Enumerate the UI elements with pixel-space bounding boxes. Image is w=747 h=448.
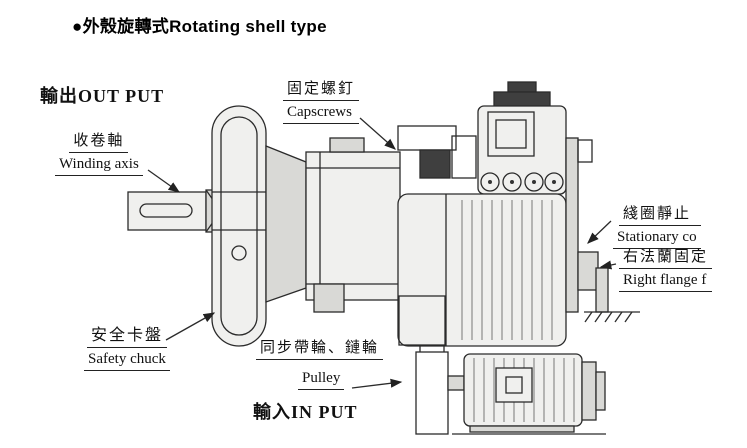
- pulley-label-zh: 同步帶輪、鏈輪: [256, 336, 384, 360]
- output-label: 輸出OUT PUT: [40, 86, 165, 106]
- ball-bearings: [480, 172, 564, 192]
- right-flange-label-zh: 右法蘭固定: [619, 245, 713, 269]
- motor: [447, 353, 606, 435]
- capscrews-leader: [359, 117, 396, 150]
- capscrews-callout: 固定螺釘 Capscrews: [283, 77, 360, 124]
- bearing-housing: [477, 81, 567, 195]
- pulley-callout-zh: 同步帶輪、鏈輪: [256, 336, 384, 360]
- stationary-coil-label-zh: 綫圈靜止: [619, 202, 701, 226]
- stationary-coil-label-en: Stationary co: [613, 229, 701, 249]
- capscrews-label-zh: 固定螺釘: [283, 77, 360, 101]
- page-title: ●外殼旋轉式Rotating shell type: [72, 17, 327, 36]
- right-flange: [565, 137, 640, 323]
- pulley-drive: [415, 345, 449, 435]
- winding-axis-leader: [147, 169, 181, 193]
- right-flange-callout: 右法蘭固定 Right flange f: [619, 245, 713, 292]
- pulley-callout-en: Pulley: [298, 370, 345, 390]
- leader-lines: [147, 117, 617, 389]
- safety-chuck-disc: [211, 105, 267, 347]
- safety-chuck-label-zh: 安全卡盤: [86, 321, 167, 348]
- pulley-label-en: Pulley: [298, 370, 345, 390]
- safety-chuck-callout: 安全卡盤 Safety chuck: [84, 321, 170, 371]
- main-body: [305, 137, 401, 313]
- hub-cone: [265, 145, 307, 303]
- right-flange-label-en: Right flange f: [619, 272, 713, 292]
- input-label: 輸入IN PUT: [253, 402, 358, 422]
- winding-axis-label-zh: 收卷軸: [69, 129, 129, 153]
- winding-axis-label-en: Winding axis: [55, 156, 143, 176]
- ground-hatch: [584, 311, 633, 323]
- pulley-leader: [351, 378, 403, 389]
- stationary-coil-leader: [587, 220, 612, 244]
- shell-drum: [397, 193, 567, 347]
- capscrew-area: [397, 125, 477, 179]
- safety-chuck-leader: [165, 312, 216, 341]
- capscrews-label-en: Capscrews: [283, 104, 360, 124]
- stationary-coil-callout: 綫圈靜止 Stationary co: [613, 202, 701, 249]
- winding-axis-callout: 收卷軸 Winding axis: [55, 129, 143, 176]
- safety-chuck-label-en: Safety chuck: [84, 351, 170, 371]
- right-flange-leader: [599, 260, 617, 270]
- coil-winding-lines: [461, 200, 553, 340]
